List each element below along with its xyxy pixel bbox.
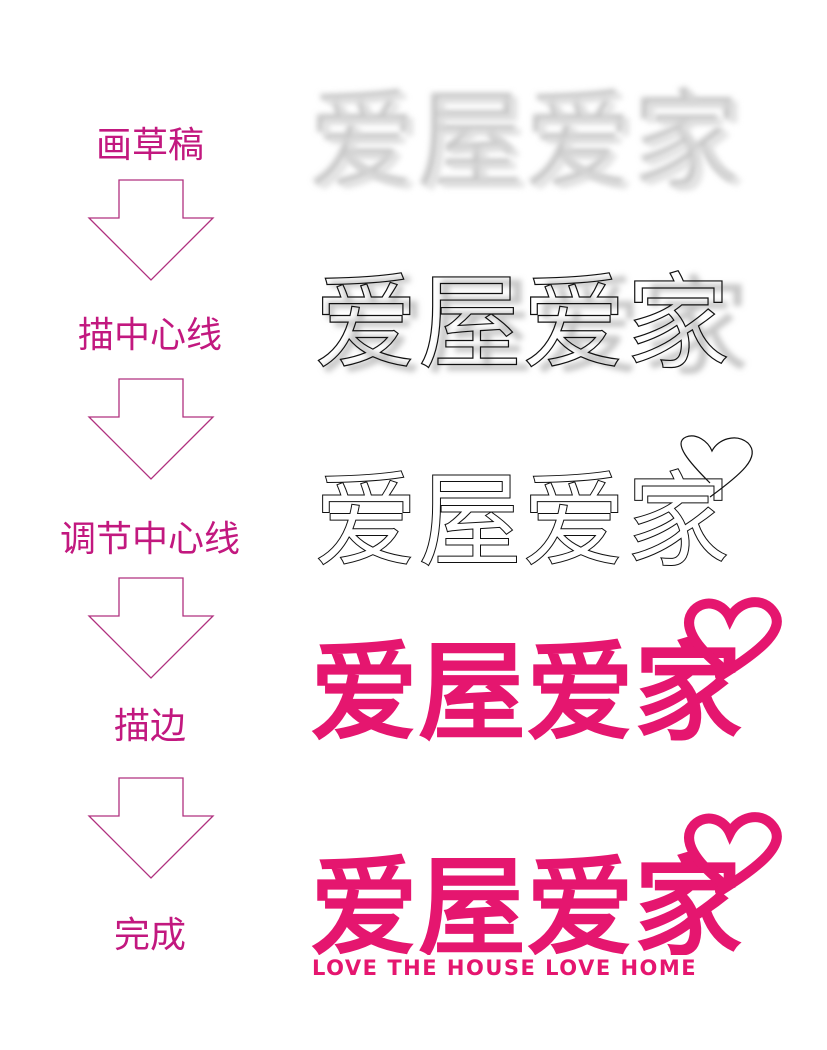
step-label-outline: 描边 — [113, 706, 186, 747]
step-label-sketch: 画草稿 — [95, 125, 204, 166]
heart-icon — [684, 812, 782, 896]
heart-icon — [684, 597, 782, 681]
step-label-adjust-centerline: 调节中心线 — [59, 519, 240, 560]
logo-outlined: 爱屋爱家 — [300, 596, 800, 746]
down-arrow-icon — [87, 777, 215, 879]
step-label-done: 完成 — [113, 915, 186, 956]
svg-text:爱屋爱家: 爱屋爱家 — [314, 460, 730, 570]
svg-text:爱屋爱家: 爱屋爱家 — [314, 83, 746, 200]
logo-final: 爱屋爱家 — [300, 805, 800, 955]
heart-outline-icon — [680, 435, 753, 498]
svg-text:爱屋爱家: 爱屋爱家 — [318, 266, 750, 385]
svg-text:爱屋爱家: 爱屋爱家 — [308, 79, 740, 200]
svg-text:爱屋爱家: 爱屋爱家 — [310, 631, 742, 746]
logo-sketch: 爱屋爱家 爱屋爱家 — [300, 70, 800, 200]
logo-adjusted-centerline: 爱屋爱家 — [300, 425, 800, 570]
down-arrow-icon — [87, 577, 215, 679]
logo-centerline: 爱屋爱家 爱屋爱家 — [300, 255, 800, 385]
svg-text:爱屋爱家: 爱屋爱家 — [314, 262, 730, 384]
logo-tagline: LOVE THE HOUSE LOVE HOME — [312, 956, 698, 980]
down-arrow-icon — [87, 378, 215, 480]
svg-text:爱屋爱家: 爱屋爱家 — [310, 846, 742, 955]
down-arrow-icon — [87, 179, 215, 281]
step-label-centerline: 描中心线 — [77, 315, 222, 356]
